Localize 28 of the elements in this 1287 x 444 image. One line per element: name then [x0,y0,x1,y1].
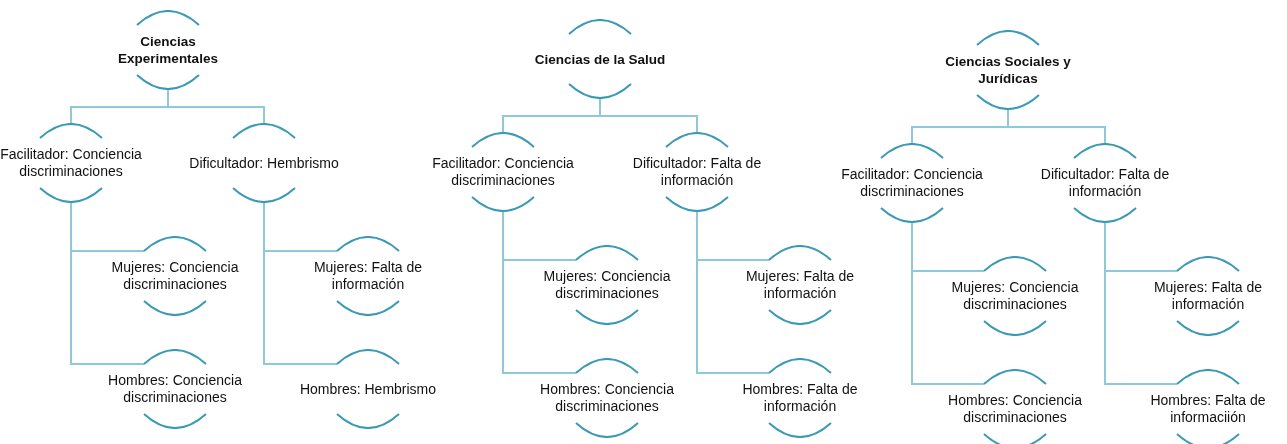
connector-line [696,211,770,374]
node-label: Dificultador: Falta de información [1039,166,1171,200]
connector-line [1104,222,1178,385]
category-title: Ciencias Experimentales [117,33,219,67]
node-label: Facilitador: Conciencia discriminaciones [431,155,575,189]
category-title: Ciencias Sociales y Jurídicas [944,53,1072,87]
connector-line [70,202,145,365]
node-label: Facilitador: Conciencia discriminaciones [840,166,984,200]
node-label: Mujeres: Falta de información [744,268,856,302]
node-label: Dificultador: Hembrismo [189,154,339,172]
node-label: Dificultador: Falta de información [631,155,763,189]
connector-line [502,211,577,374]
node-label: Hombres: Falta de información [741,381,859,415]
node-label: Hombres: Conciencia discriminaciones [107,372,243,406]
node-label: Mujeres: Conciencia discriminaciones [110,259,240,293]
node-label: Facilitador: Conciencia discriminaciones [0,146,143,180]
category-title: Ciencias de la Salud [534,50,666,68]
node-label: Mujeres: Conciencia discriminaciones [542,268,672,302]
node-label: Hombres: Hembrismo [299,380,437,398]
node-label: Hombres: Conciencia discriminaciones [539,381,675,415]
connector-line [167,89,265,124]
connector-line [263,202,338,365]
node-label: Hombres: Conciencia discriminaciones [947,392,1083,426]
node-label: Mujeres: Falta de información [312,259,424,293]
node-label: Hombres: Falta de informaciión [1149,392,1267,426]
connector-line [911,222,985,385]
node-label: Mujeres: Conciencia discriminaciones [950,279,1080,313]
node-label: Mujeres: Falta de información [1152,279,1264,313]
